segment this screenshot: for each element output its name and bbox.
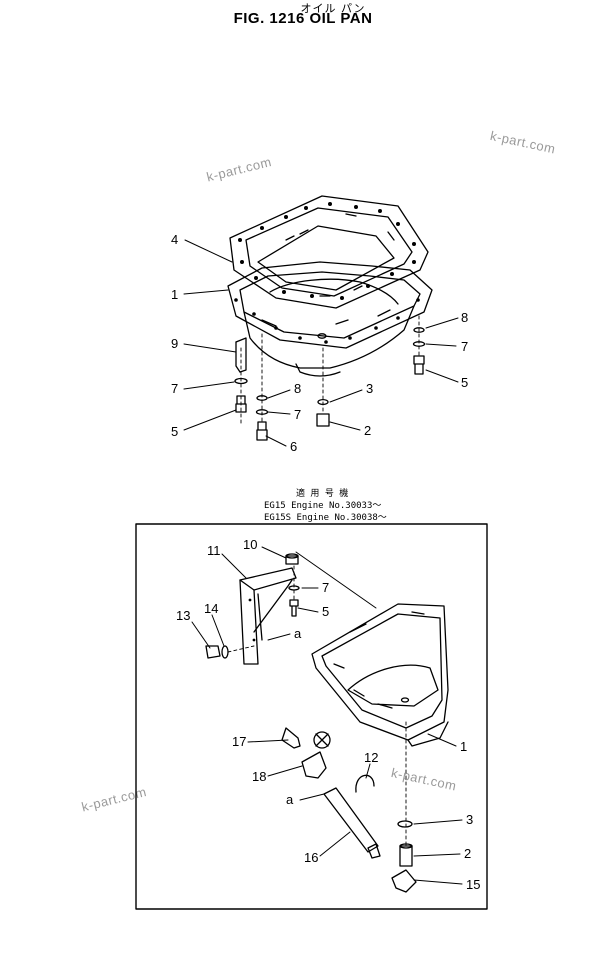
callout-label: 11 (207, 543, 221, 558)
lower-leader-lines (191, 546, 463, 885)
callout-label: 12 (364, 750, 378, 765)
upper-leader-lines (183, 239, 459, 447)
applicability-heading: 適 用 号 機 (296, 489, 349, 499)
callout-label: a (286, 792, 294, 807)
callout-label: 4 (171, 232, 178, 247)
callout-label: 3 (366, 381, 373, 396)
callout-label: 16 (304, 850, 318, 865)
upper-dashed-centerlines (240, 315, 420, 427)
callout-label: 15 (466, 877, 480, 892)
callout-label: 8 (461, 310, 468, 325)
callout-label: 2 (464, 846, 471, 861)
gasket (229, 195, 429, 309)
applicability-line-2: EG15S Engine No.30038～ (264, 513, 387, 523)
callout-label: 9 (171, 336, 178, 351)
callout-label: 8 (294, 381, 301, 396)
detail-frame (135, 523, 488, 910)
figure-title: FIG. 1216 OIL PAN (233, 10, 373, 27)
callout-label: 7 (171, 381, 178, 396)
callout-label: 14 (204, 601, 218, 616)
figure-title-japanese: オイル パン (300, 2, 366, 15)
lower-fasteners (205, 553, 417, 893)
oil-pan (227, 261, 433, 377)
callout-label: 1 (460, 739, 467, 754)
callout-label: 10 (243, 537, 257, 552)
upper-fasteners (234, 327, 426, 441)
lower-dashed-centerlines (227, 565, 407, 847)
callout-label: 3 (466, 812, 473, 827)
lower-bracket (239, 567, 297, 665)
callout-label: 7 (294, 407, 301, 422)
callout-label: 1 (171, 287, 178, 302)
lower-callout-labels: 11 10 7 5 13 14 a 1 17 18 12 a 16 3 2 15 (176, 537, 480, 892)
lower-oil-pan (295, 551, 449, 747)
callout-label: 2 (364, 423, 371, 438)
callout-label: 18 (252, 769, 266, 784)
callout-label: 5 (461, 375, 468, 390)
callout-label: 5 (171, 424, 178, 439)
callout-label: 17 (232, 734, 246, 749)
applicability-line-1: EG15 Engine No.30033～ (264, 501, 382, 511)
callout-label: 13 (176, 608, 190, 623)
callout-label: 5 (322, 604, 329, 619)
callout-label: 6 (290, 439, 297, 454)
callout-label: 7 (322, 580, 329, 595)
upper-callout-labels: 4 1 9 7 5 8 7 6 3 2 8 7 5 (171, 232, 468, 454)
callout-label: a (294, 626, 302, 641)
callout-label: 7 (461, 339, 468, 354)
